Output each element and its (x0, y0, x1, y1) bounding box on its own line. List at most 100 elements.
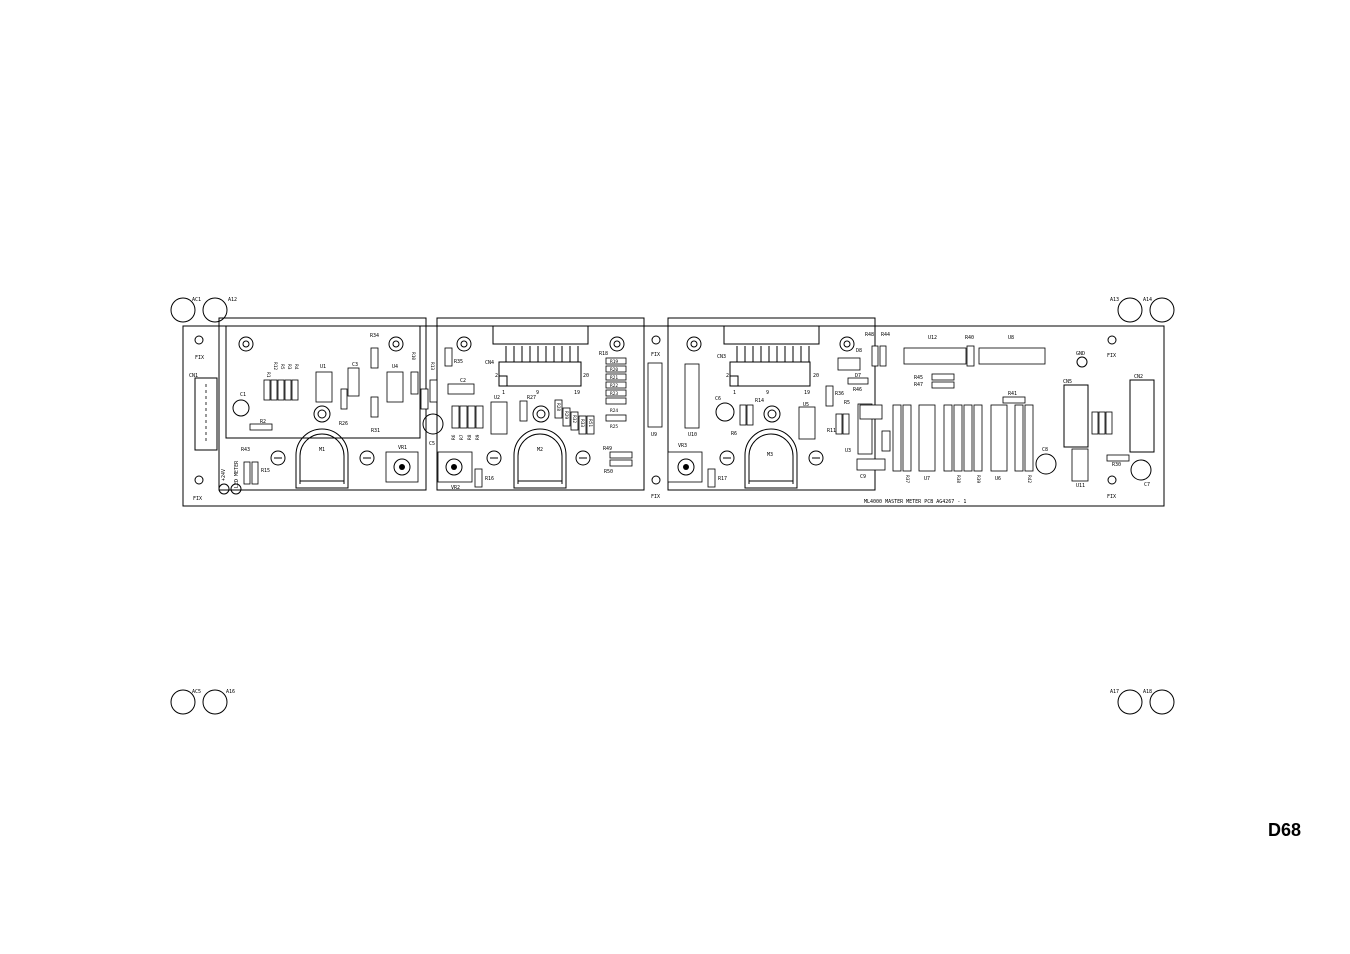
hole-label-ac1: AC1 (192, 297, 201, 303)
label-r40: R40 (965, 335, 974, 341)
label-c1: C1 (240, 392, 246, 398)
label-r7: R7 (459, 434, 465, 440)
label-u10: U10 (688, 432, 697, 438)
fix-label: FIX (651, 352, 660, 358)
label-r20: R20 (610, 367, 618, 373)
label-u6: U6 (995, 476, 1001, 482)
label-r30: R30 (1112, 462, 1121, 468)
label-r46: R46 (853, 387, 862, 393)
label-r37: R37 (904, 475, 910, 483)
label-r29: R29 (563, 411, 569, 419)
board-title: ML4000 MASTER METER PCB AG4267 - 1 (864, 499, 966, 505)
cn3-label: CN3 (717, 354, 726, 360)
label-u4: U4 (392, 364, 398, 370)
left-section: R1 R12 R5 R3 R4 U1 C3 R26 R34 U4 R31 R10… (232, 333, 444, 485)
label-r1: R1 (265, 372, 271, 378)
label-r48: R48 (865, 332, 874, 338)
side-label-led-meter: LED METER (234, 460, 240, 488)
label-c2: C2 (460, 378, 466, 384)
label-r6-right: R6 (731, 431, 737, 437)
label-r14: R14 (755, 398, 764, 404)
label-r16: R16 (485, 476, 494, 482)
label-r43: R43 (241, 447, 250, 453)
hole-label-a13: A13 (1110, 297, 1119, 303)
fix-labels: FIX FIX FIX FIX FIX FIX GND ML4000 MASTE… (193, 351, 1116, 505)
label-r9: R9 (475, 434, 481, 440)
label-c5: C5 (429, 441, 435, 447)
label-vr1: VR1 (398, 445, 407, 451)
cn4-pin-20: 20 (583, 373, 589, 379)
board-outlines (182, 317, 1165, 507)
label-r44: R44 (881, 332, 890, 338)
fix-label: FIX (1107, 494, 1116, 500)
label-c9: C9 (860, 474, 866, 480)
label-u3: U3 (845, 448, 851, 454)
label-u7: U7 (924, 476, 930, 482)
label-r36: R36 (835, 391, 844, 397)
page-id: D68 (1268, 820, 1302, 840)
label-u9: U9 (651, 432, 657, 438)
label-r12: R12 (272, 362, 278, 370)
label-vr3: VR3 (678, 443, 687, 449)
label-u2: U2 (494, 395, 500, 401)
cn4-pin-1: 1 (502, 390, 505, 396)
label-u12: U12 (928, 335, 937, 341)
label-c7: C7 (1144, 482, 1150, 488)
hole-label-a16: A16 (226, 689, 235, 695)
side-label-24v: +24V (221, 469, 227, 481)
middle-section: CN4 2 1 9 19 20 R35 C2 R6 R7 R8 R9 U2 R2… (437, 325, 663, 491)
connector-cn1: CN1 +24V LED METER (189, 373, 242, 495)
far-right-section: U12 R40 U8 R45 R47 R41 U7 R37 R38 R39 U6… (881, 335, 1155, 489)
cn3-pin-1: 1 (733, 390, 736, 396)
meter-m3: M3 (744, 428, 798, 489)
label-vr2: VR2 (451, 485, 460, 491)
gnd-label: GND (1076, 351, 1085, 357)
label-u5: U5 (803, 402, 809, 408)
hole-label-a17: A17 (1110, 689, 1119, 695)
label-d7: D7 (855, 373, 861, 379)
label-c3: C3 (352, 362, 358, 368)
label-u11: U11 (1076, 483, 1085, 489)
label-r18: R18 (599, 351, 608, 357)
label-r10: R10 (410, 352, 416, 360)
label-r3: R3 (286, 364, 292, 370)
label-r21: R21 (610, 375, 618, 381)
label-r6: R6 (451, 434, 457, 440)
cn3-pin-9: 9 (766, 390, 769, 396)
label-r19: R19 (610, 359, 618, 365)
label-d8: D8 (856, 348, 862, 354)
label-r15: R15 (261, 468, 270, 474)
label-r2: R2 (260, 419, 266, 425)
cn2-label: CN2 (1134, 374, 1143, 380)
label-r13: R13 (429, 362, 435, 370)
meter-m1-label: M1 (319, 447, 325, 453)
meter-m2: M2 (513, 428, 567, 489)
hole-label-a12: A12 (228, 297, 237, 303)
label-r26: R26 (339, 421, 348, 427)
label-r47: R47 (914, 382, 923, 388)
cn3-pin-20: 20 (813, 373, 819, 379)
meter-m2-label: M2 (537, 447, 543, 453)
label-r51: R51 (587, 419, 593, 427)
label-r4: R4 (293, 364, 299, 370)
meter-m3-label: M3 (767, 452, 773, 458)
fix-label: FIX (651, 494, 660, 500)
cn1-label: CN1 (189, 373, 198, 379)
mounting-holes: AC1 A12 A13 A14 AC5 A16 A17 A18 (170, 297, 1175, 715)
label-c8: C8 (1042, 447, 1048, 453)
label-r38: R38 (955, 475, 961, 483)
label-r32: R32 (571, 415, 577, 423)
label-u1: U1 (320, 364, 326, 370)
hole-label-ac5: AC5 (192, 689, 201, 695)
label-r8: R8 (467, 434, 473, 440)
label-r41: R41 (1008, 391, 1017, 397)
meter-m1: M1 (295, 428, 349, 489)
cn4-pin-9: 9 (536, 390, 539, 396)
label-c6: C6 (715, 396, 721, 402)
cn3-pins (736, 346, 810, 362)
label-r22: R22 (610, 383, 618, 389)
label-r25: R25 (610, 424, 618, 430)
label-r34: R34 (370, 333, 379, 339)
cn4-pin-2: 2 (495, 373, 498, 379)
cn5-label: CN5 (1063, 379, 1072, 385)
